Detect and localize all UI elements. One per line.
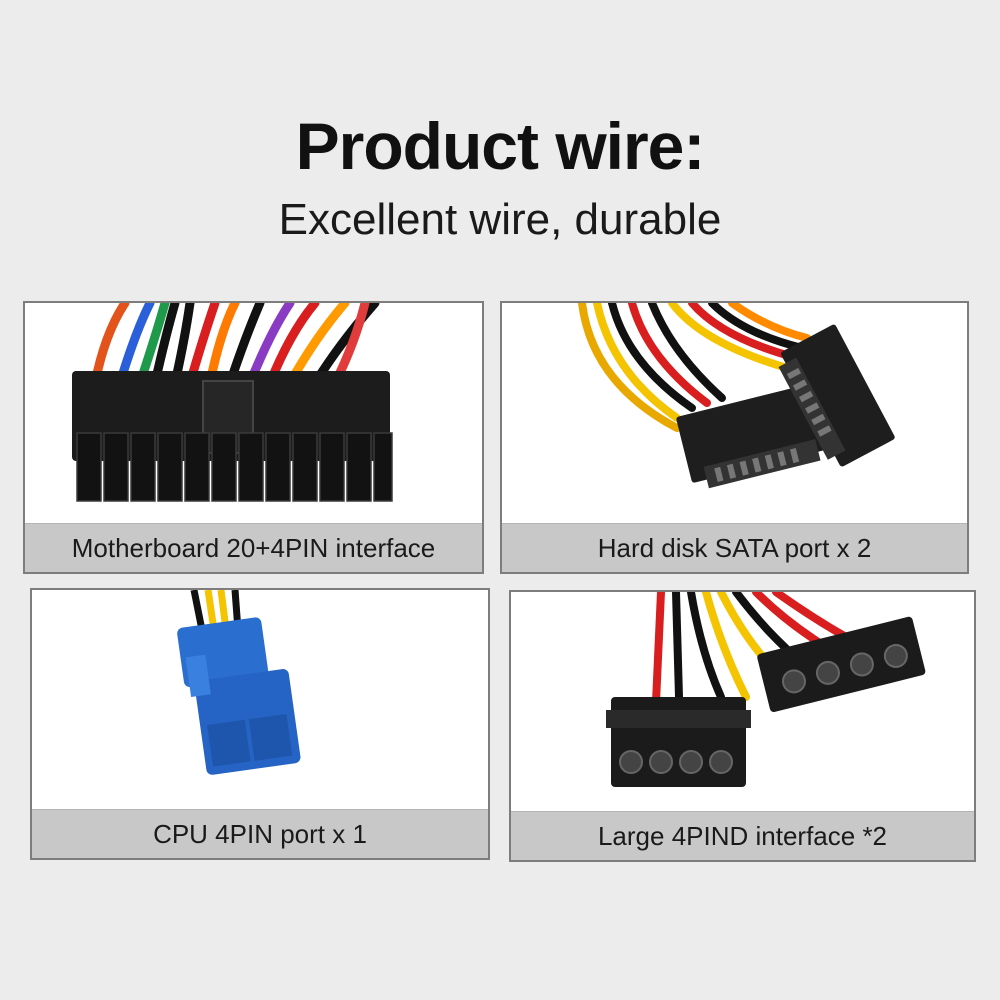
card-caption: CPU 4PIN port x 1 <box>32 809 488 858</box>
motherboard-connector-card: Motherboard 20+4PIN interface <box>23 301 484 574</box>
page-title: Product wire: <box>295 109 706 183</box>
sata-connector-card: Hard disk SATA port x 2 <box>500 301 969 574</box>
cpu-4pin-connector-icon <box>177 590 301 775</box>
atx-24pin-connector-icon <box>72 303 393 502</box>
card-caption: Large 4PIND interface *2 <box>511 811 974 860</box>
page-subtitle: Excellent wire, durable <box>278 195 722 244</box>
molex-connector-icon <box>606 592 926 787</box>
card-caption: Motherboard 20+4PIN interface <box>25 523 482 572</box>
molex-connector-card: Large 4PIND interface *2 <box>509 590 976 862</box>
sata-connector-icon <box>578 303 895 489</box>
cpu-connector-card: CPU 4PIN port x 1 <box>30 588 490 860</box>
card-caption: Hard disk SATA port x 2 <box>502 523 967 572</box>
